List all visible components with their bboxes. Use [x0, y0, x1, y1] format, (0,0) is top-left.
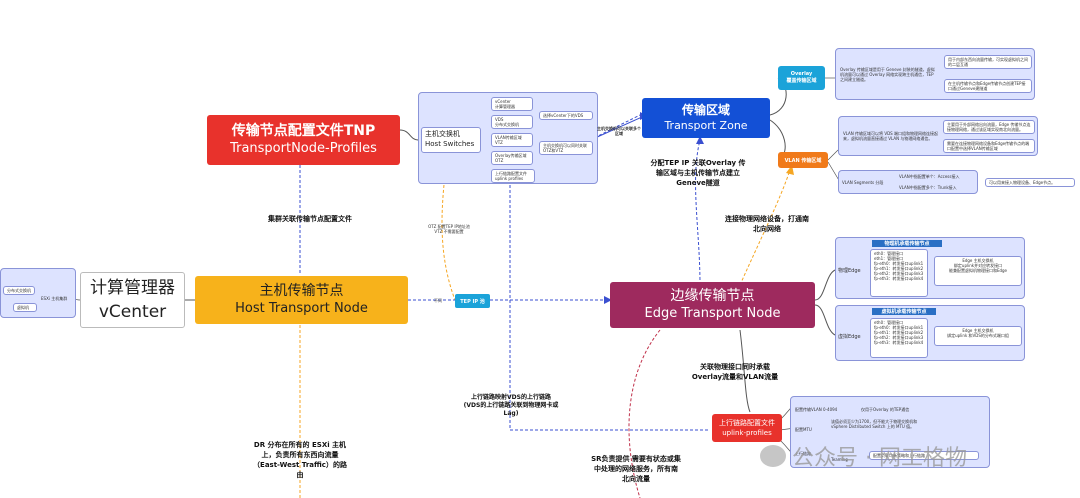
host-transport-node[interactable]: 主机传输节点 Host Transport Node: [195, 276, 408, 324]
host-switch-title: 主机交换机: [425, 130, 460, 138]
vcenter-child-cluster: ESXi 主机集群: [41, 296, 68, 301]
transport-zone-node[interactable]: 传输区域 Transport Zone: [642, 98, 770, 138]
dr-note: DR 分布在所有的 ESXi 主机 上，负责所有东西向流量 （East-West…: [253, 441, 347, 479]
vlan-desc: VLAN 传输区域可以将 VDS 端口组和物理网络连接起来，虚拟机流量直接通过 …: [843, 131, 938, 141]
edge-physical-port: eth1：管理接口: [874, 256, 904, 261]
tep-ip-pool[interactable]: TEP IP 池: [455, 294, 490, 308]
edge-virtual-port: fp-eth0：转发接口uplink1: [874, 325, 924, 330]
otz-tep-note: OTZ 配置TEP IP地址池 VTZ 不需要配置: [428, 224, 470, 234]
hs-item-vds: VDS 分布式交换机: [491, 115, 533, 129]
edge-virtual-desc-line: Edge 主机交换机: [962, 328, 994, 333]
edge-virtual-desc-line: 绑定uplink 和VDS的分布式端口组: [947, 333, 1009, 338]
tz-subtitle: Transport Zone: [664, 119, 748, 132]
edge-tn-subtitle: Edge Transport Node: [644, 306, 781, 321]
edge-uplink-note: 关联物理接口同时承载 Overlay流量和VLAN流量: [691, 363, 779, 381]
edge-tn-title: 边缘传输节点: [670, 288, 755, 304]
edge-physical-desc-line: 绑定uplink并对应转发接口: [953, 263, 1003, 268]
vcenter-subtitle: vCenter: [98, 302, 167, 322]
tnp-subtitle: TransportNode-Profiles: [230, 141, 377, 156]
uplink-note-teaming: 配置负载均衡策略和上行链路: [869, 451, 979, 460]
vlan-tz-node[interactable]: VLAN 传输区域: [778, 152, 828, 168]
edge-physical-desc-line: 能兼配置虚拟机物理接口和Edge: [948, 268, 1008, 273]
edge-overlay-note: 分配TEP IP 关联Overlay 传 输区域与主机传输节点建立 Geneve…: [650, 159, 746, 187]
vcenter-node[interactable]: 计算管理器 vCenter: [80, 272, 185, 328]
edge-virtual-port: fp-eth2：转发接口uplink3: [874, 335, 924, 340]
vcenter-children-panel: 分布式交换机 虚拟机 ESXi 主机集群: [0, 268, 76, 318]
edge-virtual-desc: Edge 主机交换机 绑定uplink 和VDS的分布式端口组: [934, 326, 1022, 346]
watermark: 公众号 · 网工格物: [760, 436, 1060, 476]
host-switch-subtitle: Host Switches: [425, 140, 475, 148]
hs-side-tz: 主机交换机可以同时关联OTZ和VTZ: [539, 141, 593, 155]
vlan-segment-panel: VLAN Segments 分段 VLAN中指配置单个：Access接入 VLA…: [838, 170, 978, 194]
tnp-node[interactable]: 传输节点配置文件TNP TransportNode-Profiles: [207, 115, 400, 165]
uplink-note-vlan: 仅用于Overlay 的TEP通信: [861, 407, 910, 412]
overlay-panel: Overlay 传输区域是用于 Geneve 封装的隧道，虚拟机流量可以通过 O…: [835, 48, 1035, 100]
uplink-profiles-node[interactable]: 上行链路配置文件 uplink-profiles: [712, 414, 782, 442]
vlan-note-2: 需要在连接物理网络设备和Edge传输节点的端口配置中选择VLAN传输区域: [943, 139, 1035, 153]
overlay-tz-node[interactable]: Overlay 覆盖传输区域: [778, 66, 825, 90]
vlan-panel: VLAN 传输区域可以将 VDS 端口组和物理网络连接起来，虚拟机流量直接通过 …: [838, 116, 1038, 156]
uplink-item-mtu: 配置MTU: [795, 427, 812, 432]
watermark-text: 公众号 · 网工格物: [792, 446, 967, 471]
tz-multi-note: 主机交换机可以关联多个区域: [597, 126, 641, 136]
tnp-cluster-note: 集群关联传输节点配置文件: [268, 215, 352, 223]
edge-physical-desc-line: Edge 主机交换机: [962, 258, 994, 263]
uplink-note-mtu: 该值必须至少为1700，但不能大于物理交换机和 vSphere Distribu…: [831, 419, 918, 429]
edge-physical-port: fp-eth0：转发接口uplink1: [874, 261, 924, 266]
edge-virtual-port: fp-eth1：转发接口uplink2: [874, 330, 924, 335]
host-tn-subtitle: Host Transport Node: [235, 301, 368, 316]
edge-physical-port: fp-eth2：转发接口uplink3: [874, 271, 924, 276]
uplink-title: 上行链路配置文件: [719, 419, 775, 427]
edge-virtual-panel: 虚拟Edge 虚拟机承载传输节点 eth0：管理接口 fp-eth0：转发接口u…: [835, 305, 1025, 361]
edge-virtual-label: 虚拟Edge: [838, 334, 861, 340]
vlan-seg-access: VLAN中指配置单个：Access接入: [899, 174, 960, 179]
uplink-teaming: Teaming: [831, 457, 848, 462]
edge-physical-port: fp-eth3：转发接口uplink4: [874, 276, 924, 281]
edge-physical-title: 物理机承载传输节点: [872, 240, 942, 247]
uplink-panel: 配置传输VLAN 0-4094 配置MTU 上行链路 仅用于Overlay 的T…: [790, 396, 990, 468]
uplink-subtitle: uplink-profiles: [722, 429, 772, 437]
vlan-seg-trunk: VLAN中指配置多个：Trunk接入: [899, 185, 957, 190]
uplink-vds-note: 上行链路映射VDS的上行链路 (VDS的上行链路关联到物理网卡或 Lag): [463, 394, 559, 417]
sr-note: SR负责提供 需要有状态或集 中处理的网络服务，所有南 北向流量: [591, 455, 681, 483]
tep-left-label: 不同: [434, 298, 442, 303]
hs-item-otz: Overlay传输区域 OTZ: [491, 151, 533, 165]
overlay-note-1: 用于内部东西向流量传输，可实现虚拟机之间的二层互通: [944, 55, 1032, 69]
overlay-desc: Overlay 传输区域是用于 Geneve 封装的隧道，虚拟机流量可以通过 O…: [840, 67, 935, 82]
wechat-icon: [760, 445, 786, 467]
edge-physical-panel: 物理Edge 物理机承载传输节点 eth0：管理接口 eth1：管理接口 fp-…: [835, 237, 1025, 299]
hs-item-vcenter: vCenter 计算管理器: [491, 97, 533, 111]
edge-physical-ports: eth0：管理接口 eth1：管理接口 fp-eth0：转发接口uplink1 …: [870, 249, 928, 297]
hs-side-vds: 选择vCenter下的VDS: [539, 111, 593, 120]
hs-item-vtz: VLAN传输区域 VTZ: [491, 133, 533, 147]
uplink-item-uplink: 上行链路: [795, 451, 811, 456]
vlan-segments: VLAN Segments 分段: [842, 180, 884, 185]
edge-physical-port: fp-eth1：转发接口uplink2: [874, 266, 924, 271]
vcenter-child-vm: 虚拟机: [13, 303, 37, 312]
vlan-seg-note: 可以用来接入物理设备、Edge节点。: [985, 178, 1075, 187]
vcenter-child-vds: 分布式交换机: [3, 286, 35, 295]
tz-title: 传输区域: [681, 103, 730, 117]
vcenter-title: 计算管理器: [90, 278, 175, 298]
host-tn-title: 主机传输节点: [259, 283, 344, 299]
edge-virtual-title: 虚拟机承载传输节点: [872, 308, 936, 315]
uplink-item-vlan: 配置传输VLAN 0-4094: [795, 407, 838, 412]
host-switch-node[interactable]: 主机交换机 Host Switches: [421, 127, 481, 153]
edge-virtual-port: fp-eth3：转发接口uplink4: [874, 340, 924, 345]
edge-phys-note: 连接物理网络设备，打通南 北向网络: [725, 215, 809, 233]
vlan-note-1: 主要用于外部网络出向流量，Edge 传输节点连接物理网络，通过该区域实现南北向流…: [943, 120, 1035, 134]
edge-virtual-port: eth0：管理接口: [874, 320, 904, 325]
edge-transport-node[interactable]: 边缘传输节点 Edge Transport Node: [610, 282, 815, 328]
edge-physical-port: eth0：管理接口: [874, 251, 904, 256]
edge-physical-desc: Edge 主机交换机 绑定uplink并对应转发接口 能兼配置虚拟机物理接口和E…: [934, 256, 1022, 286]
tnp-title: 传输节点配置文件TNP: [231, 123, 376, 139]
host-switch-panel: 主机交换机 Host Switches vCenter 计算管理器 VDS 分布…: [418, 92, 598, 184]
edge-physical-label: 物理Edge: [838, 268, 861, 274]
edge-virtual-ports: eth0：管理接口 fp-eth0：转发接口uplink1 fp-eth1：转发…: [870, 318, 928, 358]
hs-item-uplink: 上行链路配置文件 uplink profiles: [491, 169, 535, 183]
overlay-note-2: 在主机传输节点和Edge传输节点创建TEP接口通过Geneve建隧道: [944, 79, 1032, 93]
